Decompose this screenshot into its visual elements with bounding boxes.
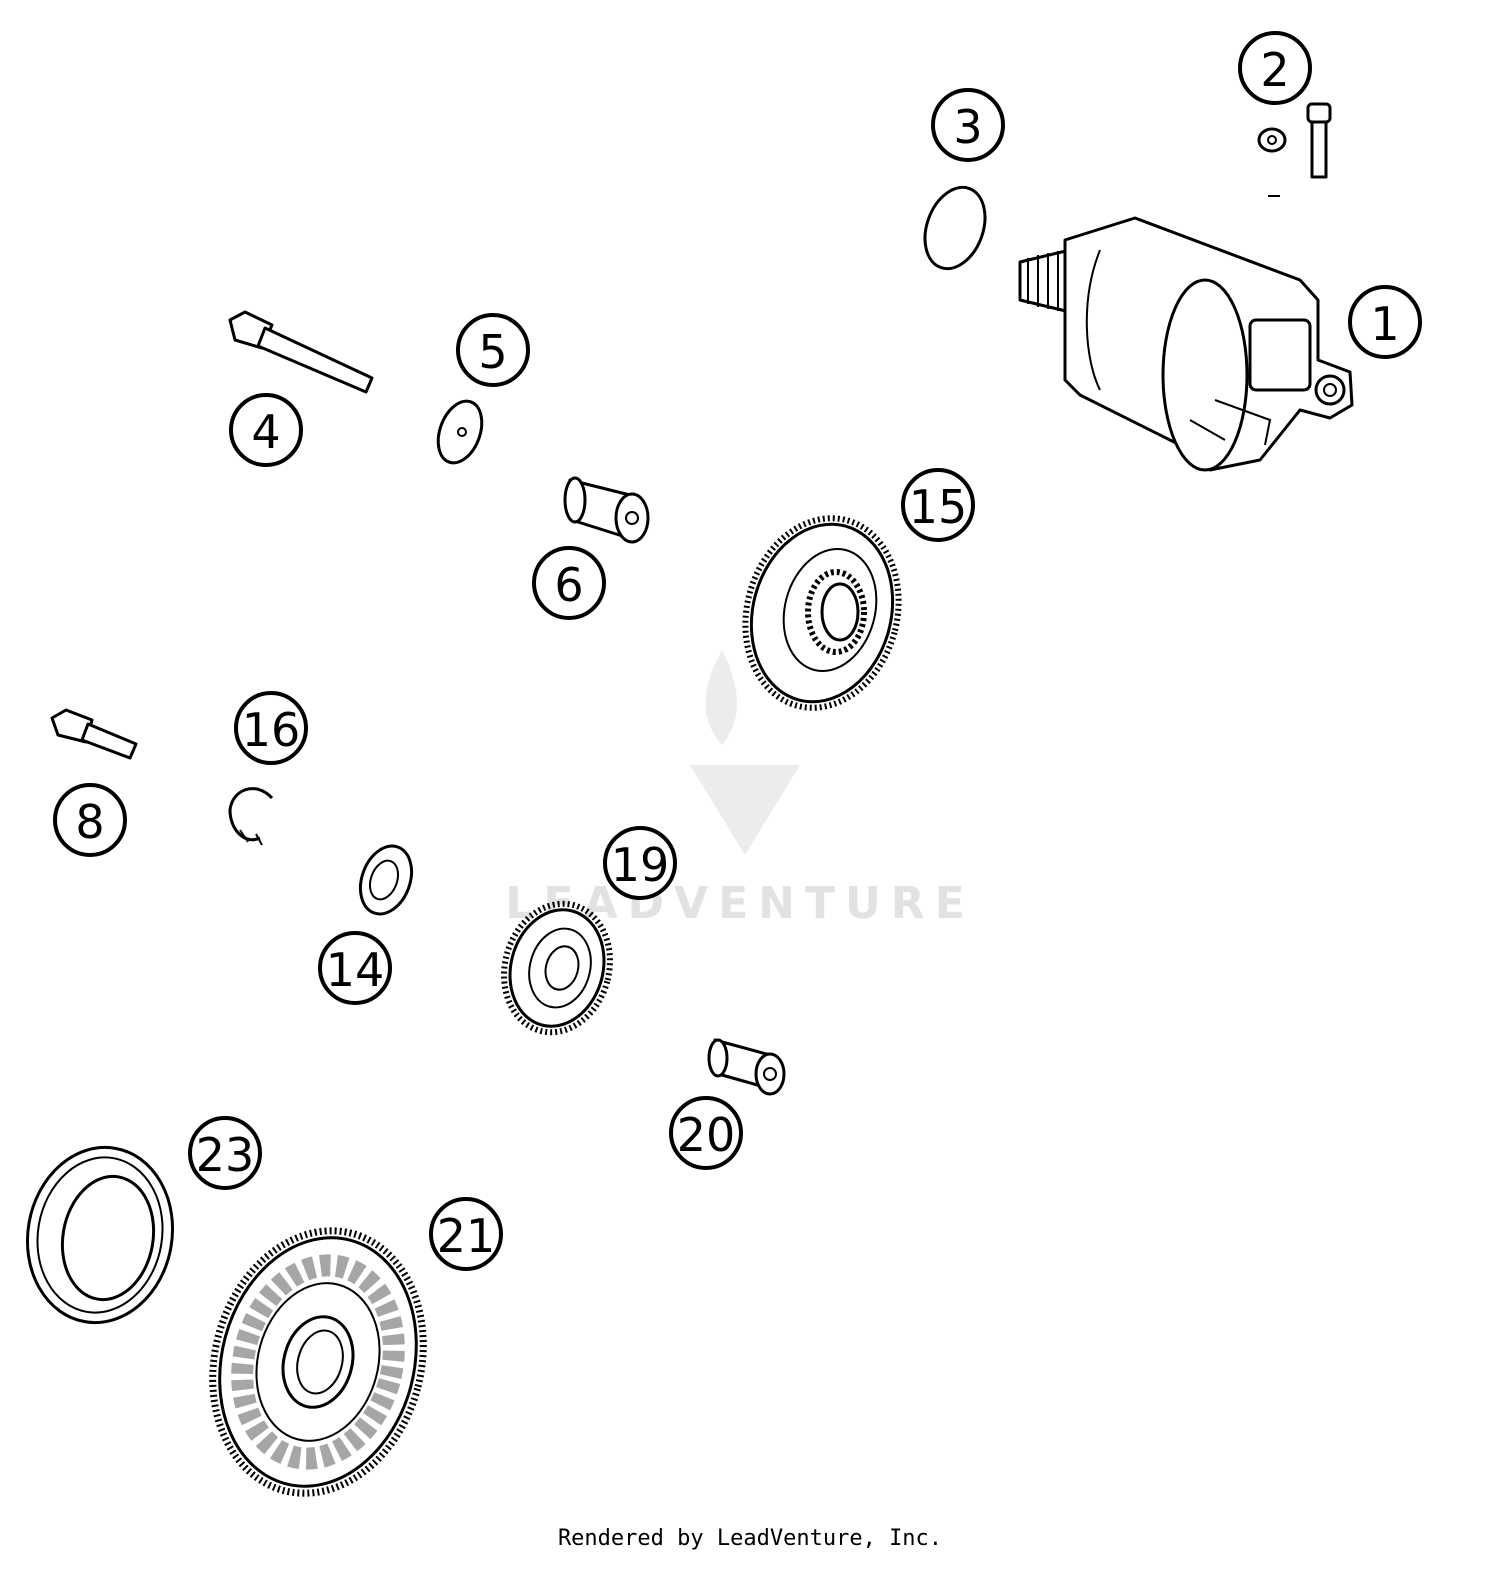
callout-3[interactable]: 3 [931,88,1005,162]
short-bolt[interactable] [50,708,138,760]
callout-1[interactable]: 1 [1348,285,1422,359]
callout-number: 3 [953,100,982,154]
starter-motor[interactable] [1018,216,1354,472]
callout-6[interactable]: 6 [532,546,606,620]
callout-16[interactable]: 16 [234,691,308,765]
bushing[interactable] [563,476,650,544]
callout-number: 1 [1370,297,1399,351]
o-ring[interactable] [914,179,995,277]
callout-circle [1238,31,1312,105]
long-bolt[interactable] [228,310,374,394]
callout-number: 6 [554,558,583,612]
callout-14[interactable]: 14 [318,931,392,1005]
washer[interactable] [430,395,489,469]
callout-number: 19 [611,838,670,892]
callout-circle [229,393,303,467]
callout-circle [188,1116,262,1190]
callout-circle [1348,285,1422,359]
callout-15[interactable]: 15 [901,468,975,542]
callout-circle [234,691,308,765]
callout-number: 5 [478,325,507,379]
callout-21[interactable]: 21 [429,1197,503,1271]
circlip[interactable] [228,787,274,846]
callout-number: 20 [677,1108,736,1162]
callout-8[interactable]: 8 [53,783,127,857]
callout-circle [901,468,975,542]
callout-circle [532,546,606,620]
small-gear[interactable] [490,892,624,1044]
callout-number: 21 [437,1209,496,1263]
callout-circle [53,783,127,857]
bearing-ring[interactable] [14,1136,186,1334]
callout-4[interactable]: 4 [229,393,303,467]
callout-circle [931,88,1005,162]
watermark: LEADVENTURE [505,650,965,929]
callout-number: 4 [251,405,280,459]
render-credit: Rendered by LeadVenture, Inc. [557,1526,943,1551]
callout-number: 2 [1260,43,1289,97]
callout-20[interactable]: 20 [669,1096,743,1170]
callout-number: 16 [242,703,301,757]
intermediate-gear[interactable] [725,501,920,725]
callout-circle [603,826,677,900]
callout-circle [429,1197,503,1271]
bolt-and-nut[interactable] [1257,102,1332,197]
callout-2[interactable]: 2 [1238,31,1312,105]
large-gear[interactable] [184,1207,452,1517]
thrust-washer[interactable] [351,839,420,921]
callout-number: 23 [196,1128,255,1182]
callout-number: 14 [326,943,385,997]
callout-5[interactable]: 5 [456,313,530,387]
pin[interactable] [707,1038,786,1096]
callout-23[interactable]: 23 [188,1116,262,1190]
callout-number: 15 [909,480,968,534]
callout-circle [456,313,530,387]
callout-number: 8 [75,795,104,849]
callout-circle [669,1096,743,1170]
callout-circle [318,931,392,1005]
callout-19[interactable]: 19 [603,826,677,900]
